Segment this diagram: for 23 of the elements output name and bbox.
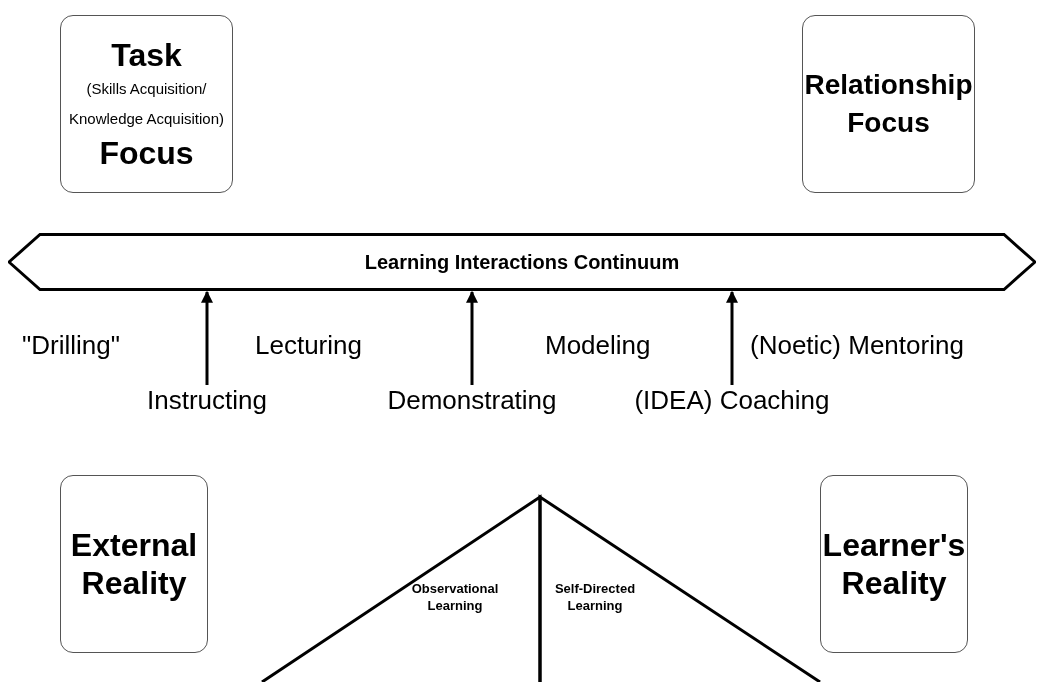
box-heading: Learner's Reality <box>821 526 967 602</box>
box-heading: Relationship Focus <box>803 68 974 140</box>
box-text: (Skills Acquisition/ Knowledge Acquisition) <box>67 79 226 129</box>
box-heading: External Reality <box>69 526 199 602</box>
text-label: (IDEA) Coaching <box>634 385 830 415</box>
rounded-box <box>802 15 975 193</box>
text-label: (Noetic) Mentoring <box>750 330 964 360</box>
text-label: Lecturing <box>255 330 362 360</box>
rounded-box <box>60 475 208 653</box>
text-label: Demonstrating <box>387 385 557 415</box>
rounded-box <box>60 15 233 193</box>
text-label: Instructing <box>147 385 267 415</box>
region-label: Observational Learning <box>410 580 500 614</box>
arrow <box>726 290 738 385</box>
box-text: Focus <box>99 134 194 172</box>
box-heading: Task <box>111 36 182 74</box>
text-label: "Drilling" <box>22 330 120 360</box>
region-label: Self-Directed Learning <box>553 580 637 614</box>
rounded-box <box>820 475 968 653</box>
band-label: Learning Interactions Continuum <box>363 250 681 274</box>
text-label: Modeling <box>545 330 651 360</box>
arrow <box>201 290 213 385</box>
arrow <box>466 290 478 385</box>
